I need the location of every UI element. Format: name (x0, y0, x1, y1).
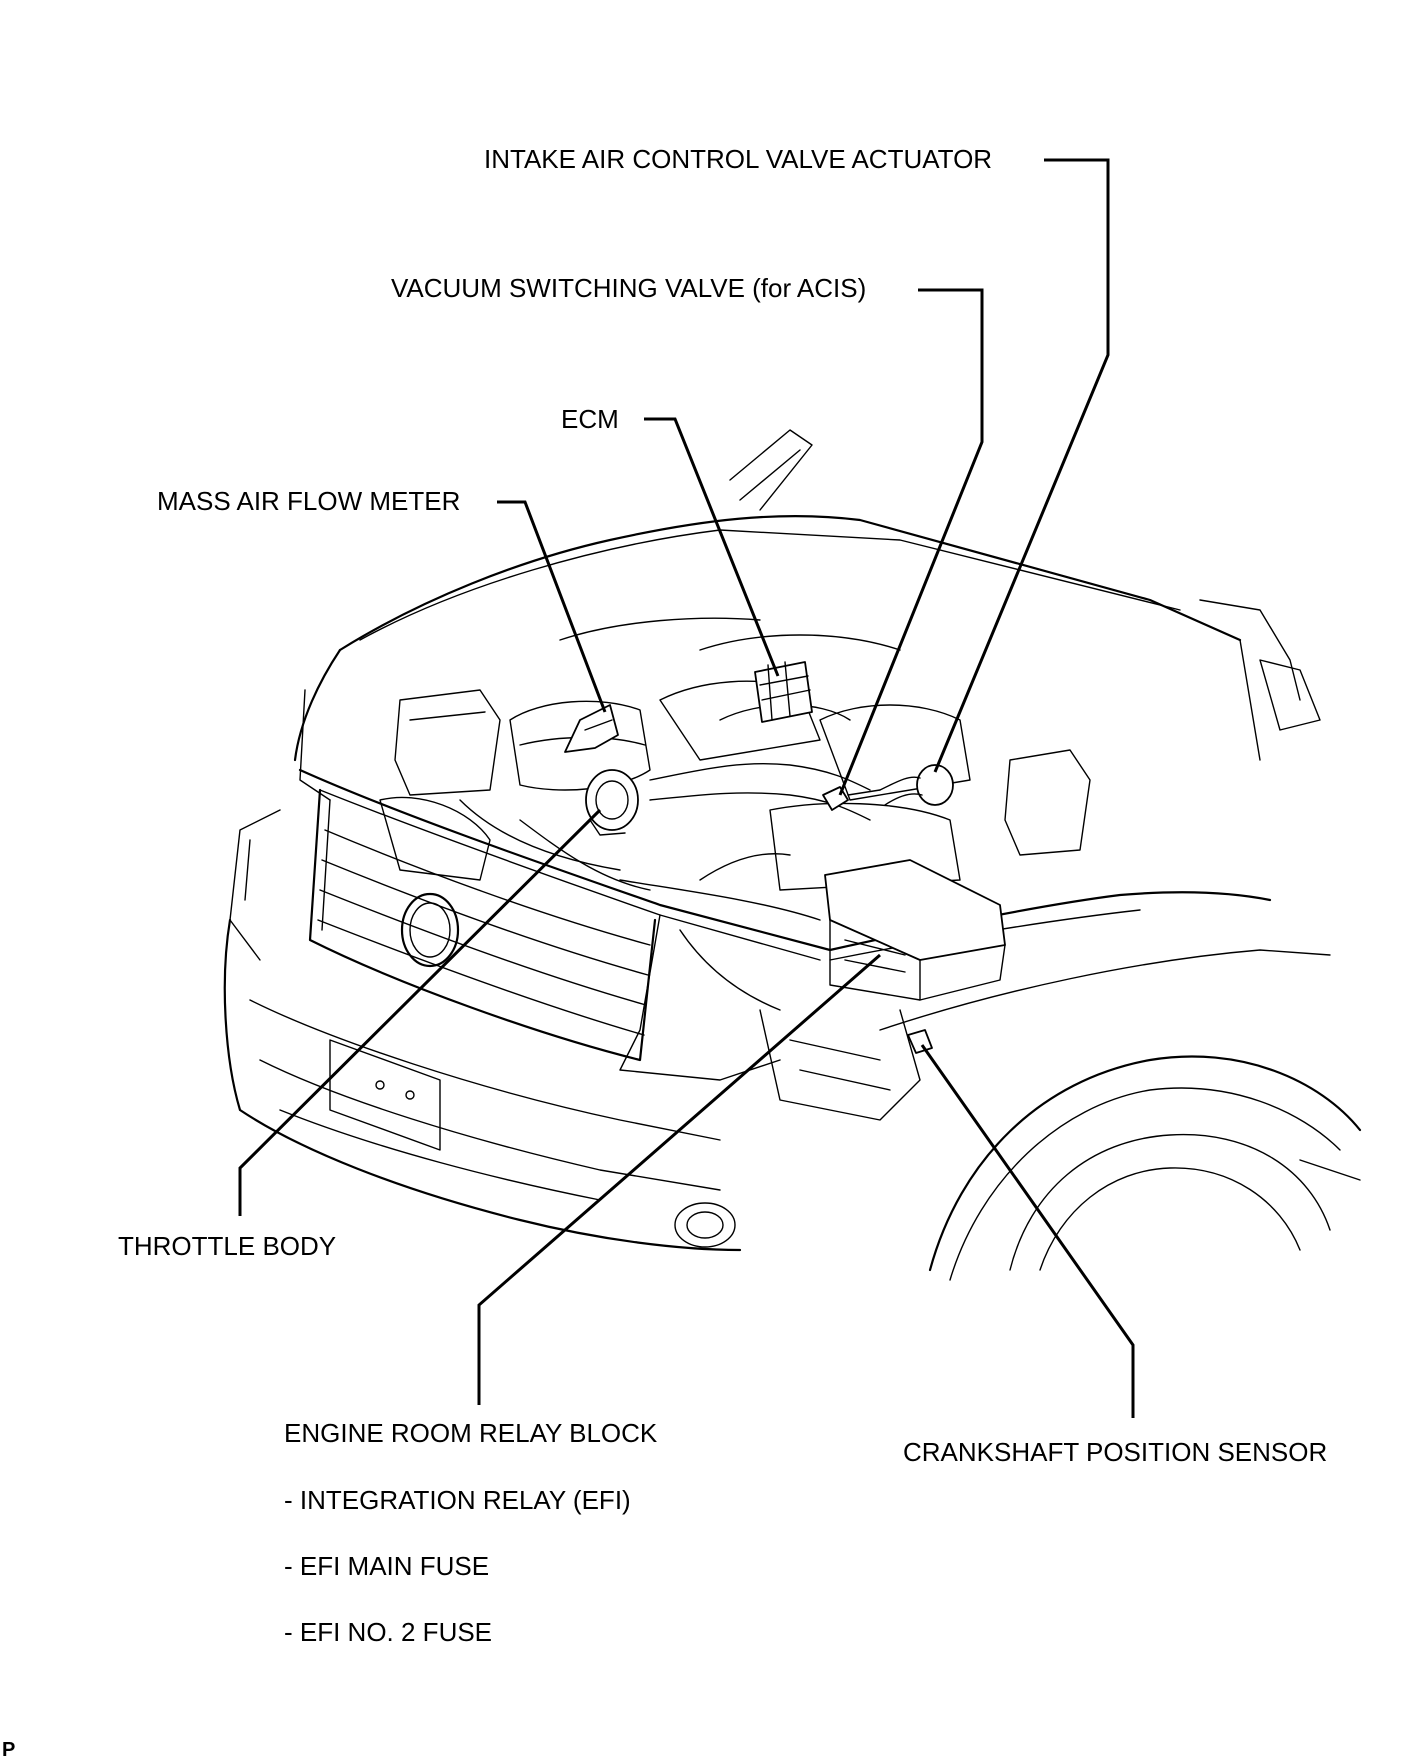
label-crankshaft-position-sensor: CRANKSHAFT POSITION SENSOR (903, 1437, 1328, 1467)
label-ecm: ECM (561, 404, 619, 434)
leader-crank (920, 1044, 1135, 1418)
label-integration-relay: - INTEGRATION RELAY (EFI) (284, 1485, 631, 1515)
label-throttle-body: THROTTLE BODY (118, 1231, 337, 1261)
vsv-part (822, 786, 881, 811)
engine-components (379, 617, 1091, 1121)
leader-relay (477, 953, 881, 1405)
ecm-part (754, 661, 813, 723)
label-vacuum-switching-valve: VACUUM SWITCHING VALVE (for ACIS) (391, 273, 867, 303)
leader-actuator (933, 158, 1110, 773)
label-efi-no2-fuse: - EFI NO. 2 FUSE (284, 1617, 493, 1647)
label-intake-air-control-valve-actuator: INTAKE AIR CONTROL VALVE ACTUATOR (484, 144, 993, 174)
actuator-part (879, 764, 954, 806)
crankshaft-sensor-part (907, 1029, 933, 1054)
leader-throttle (238, 808, 602, 1216)
leader-lines (238, 158, 1135, 1418)
label-mass-air-flow-meter: MASS AIR FLOW METER (157, 486, 461, 516)
label-efi-main-fuse: - EFI MAIN FUSE (284, 1551, 490, 1581)
leader-vsv (838, 288, 984, 796)
throttle-body-part (585, 769, 639, 836)
leader-ecm (644, 417, 780, 677)
corner-mark: P (2, 1739, 16, 1761)
grille (308, 788, 657, 1062)
leader-maf (497, 500, 607, 713)
label-engine-room-relay-block: ENGINE ROOM RELAY BLOCK (284, 1418, 658, 1448)
mass-air-flow-meter-part (564, 704, 619, 753)
relay-block-part (824, 859, 1006, 1001)
